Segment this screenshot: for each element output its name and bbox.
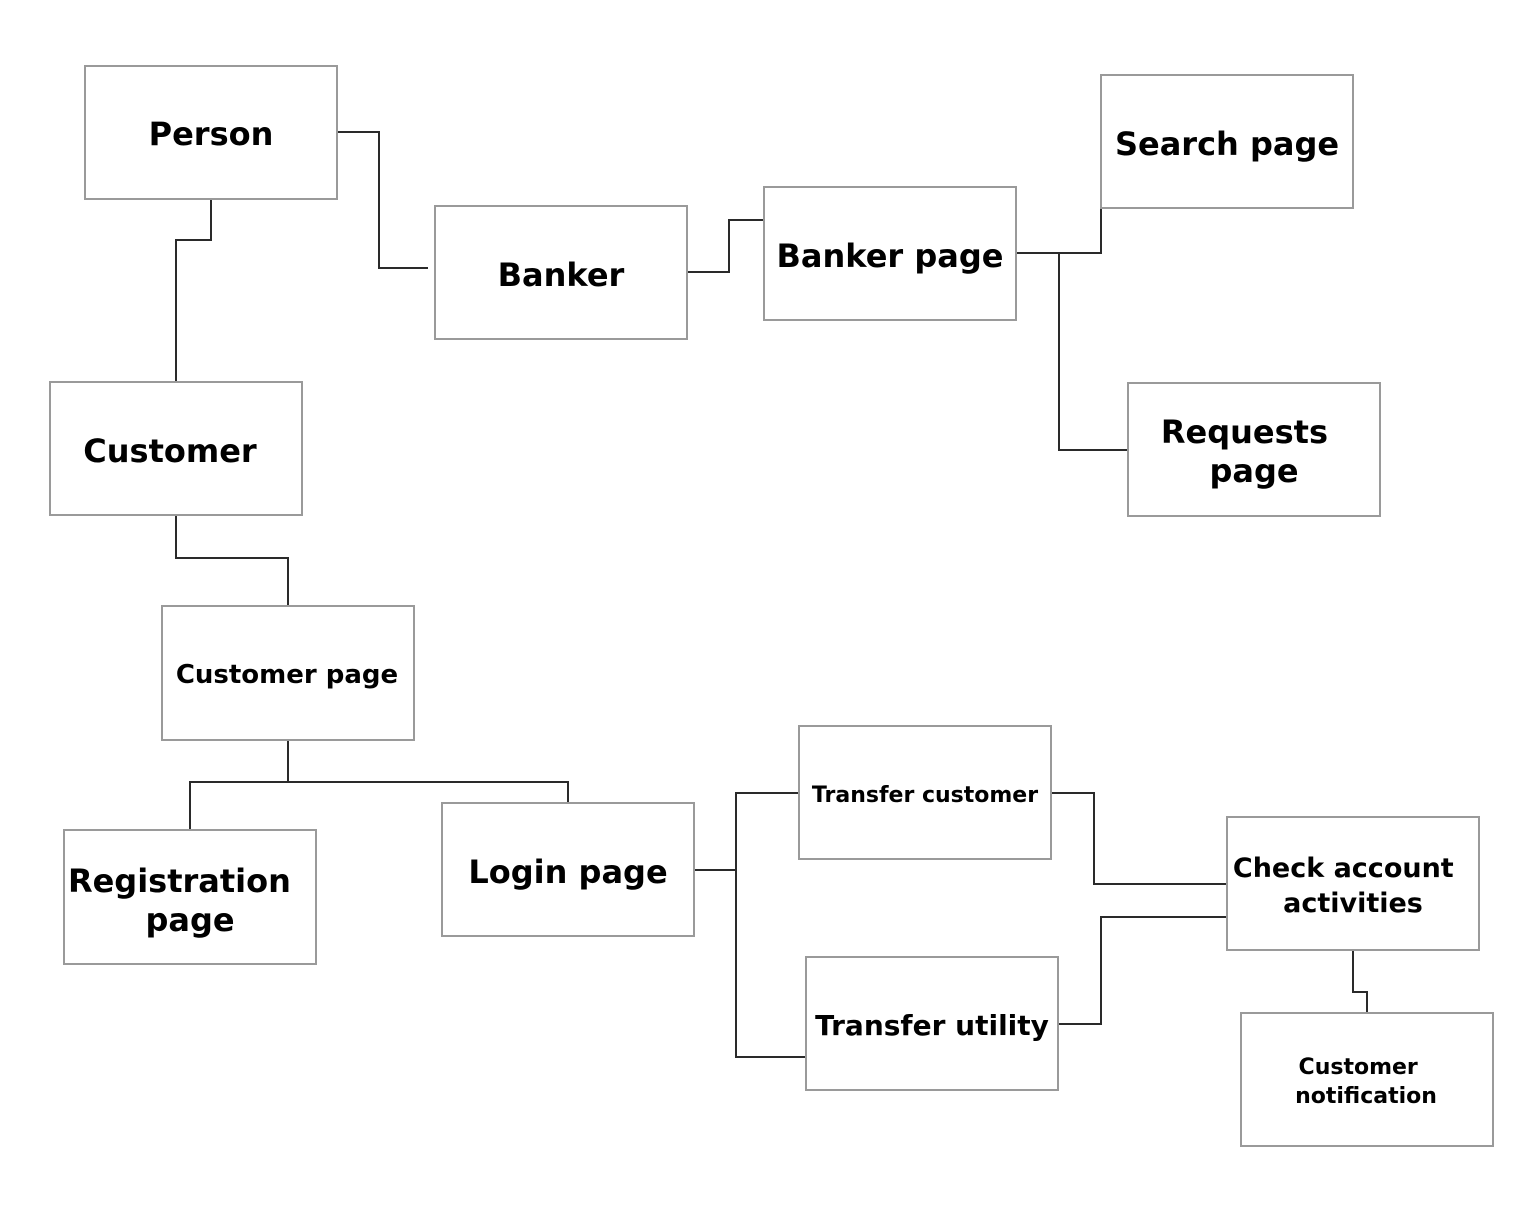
node-customer: Customer	[49, 381, 303, 516]
connectors	[175, 131, 1368, 1058]
node-check-account-activities: Check account activities	[1226, 816, 1480, 951]
connector-banker-page-search-page	[1016, 140, 1102, 254]
node-check-account-activities-label: Check account activities	[1233, 853, 1463, 919]
connector-customer-customer-page	[175, 515, 289, 606]
node-requests-page-label: Requests page	[1161, 413, 1339, 490]
node-banker-label: Banker	[498, 256, 625, 294]
node-transfer-customer: Transfer customer	[798, 725, 1052, 860]
connector-banker-banker-page	[687, 219, 764, 273]
connector-banker-page-requests-page	[1058, 253, 1128, 451]
node-customer-notification-label: Customer notification	[1295, 1055, 1437, 1109]
node-person: Person	[84, 65, 338, 200]
node-registration-page: Registration page	[63, 829, 317, 965]
node-customer-page: Customer page	[161, 605, 415, 741]
node-registration-page-label: Registration page	[68, 862, 302, 939]
connector-login-page-transfer-utility	[735, 870, 806, 1058]
node-search-page: Search page	[1100, 74, 1354, 209]
connector-person-customer	[175, 199, 212, 382]
node-customer-page-label: Customer page	[176, 660, 398, 690]
connector-customer-page-registration-page	[189, 740, 289, 830]
node-banker: Banker	[434, 205, 688, 340]
connector-person-banker	[337, 131, 428, 269]
node-customer-notification: Customer notification	[1240, 1012, 1494, 1147]
node-transfer-utility-label: Transfer utility	[815, 1009, 1049, 1042]
connector-login-page-transfer-customer	[694, 792, 799, 871]
node-person-label: Person	[149, 115, 274, 153]
node-login-page: Login page	[441, 802, 695, 937]
connector-check-account-customer-notification	[1352, 950, 1368, 1013]
node-login-page-label: Login page	[468, 853, 667, 891]
node-transfer-utility: Transfer utility	[805, 956, 1059, 1091]
node-customer-label: Customer	[83, 432, 257, 470]
connector-transfer-customer-check-account	[1051, 792, 1227, 885]
connector-customer-page-login-page	[288, 781, 569, 803]
node-banker-page: Banker page	[763, 186, 1017, 321]
node-search-page-label: Search page	[1115, 125, 1339, 163]
connector-transfer-utility-check-account	[1058, 916, 1227, 1025]
node-requests-page: Requests page	[1127, 382, 1381, 517]
node-transfer-customer-label: Transfer customer	[812, 783, 1038, 808]
node-banker-page-label: Banker page	[777, 237, 1004, 275]
